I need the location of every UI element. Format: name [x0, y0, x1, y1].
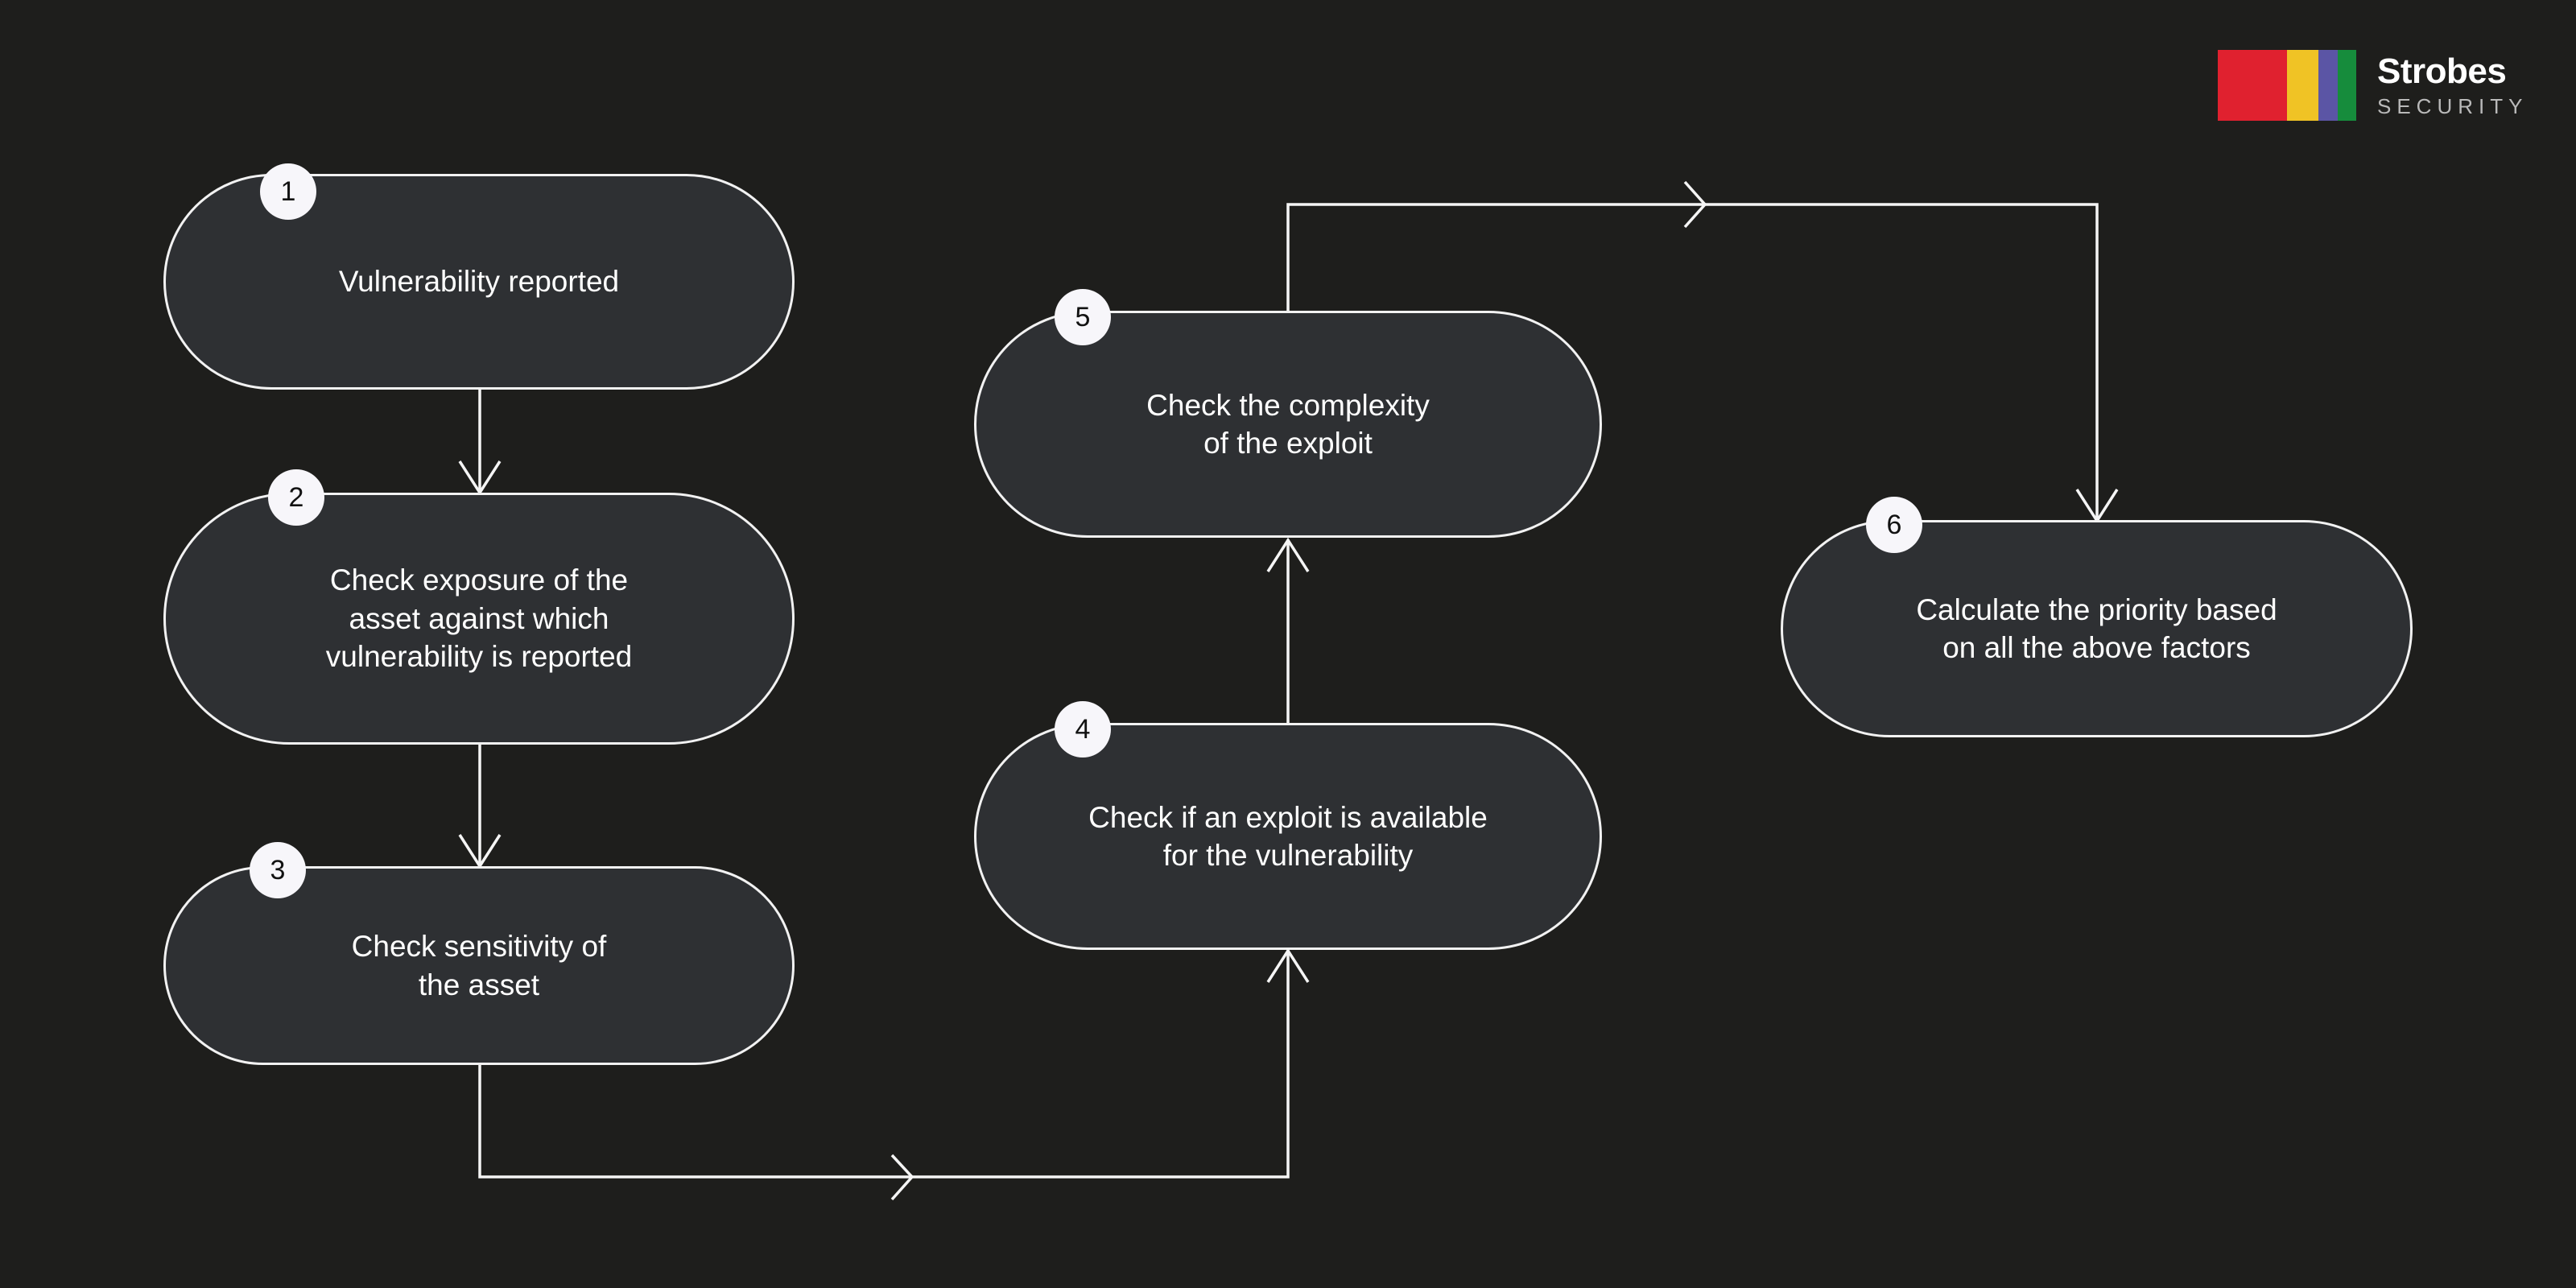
edge-2-to-3 — [458, 745, 502, 869]
logo-brand-name: Strobes — [2377, 52, 2507, 91]
flow-node-6-label: Calculate the priority based on all the … — [1916, 592, 2277, 664]
logo-bar-red-icon — [2218, 50, 2287, 121]
logo-bar-purple-icon — [2318, 50, 2338, 121]
flow-node-2-label: Check exposure of the asset against whic… — [325, 564, 633, 674]
flow-node-4[interactable]: Check if an exploit is available for the… — [974, 723, 1602, 950]
flow-node-3-badge: 3 — [250, 842, 306, 898]
flow-node-1[interactable]: Vulnerability reported — [163, 174, 795, 390]
flow-node-6-badge: 6 — [1866, 497, 1922, 553]
flow-node-5-badge: 5 — [1055, 289, 1111, 345]
flow-node-2[interactable]: Check exposure of the asset against whic… — [163, 493, 795, 745]
logo-brand-subtitle: SECURITY — [2377, 94, 2529, 118]
logo-bar-yellow-icon — [2287, 50, 2318, 121]
logo-bar-green-icon — [2337, 50, 2356, 121]
flow-node-3[interactable]: Check sensitivity of the asset — [163, 866, 795, 1065]
logo-wordmark: Strobes SECURITY — [2377, 52, 2529, 118]
logo-color-bars — [2218, 50, 2356, 121]
flow-node-4-badge: 4 — [1055, 701, 1111, 758]
flow-node-6[interactable]: Calculate the priority based on all the … — [1781, 520, 2413, 737]
flow-node-2-badge: 2 — [268, 469, 324, 526]
flow-node-1-badge: 1 — [260, 163, 316, 220]
flow-node-5-label: Check the complexity of the exploit — [1146, 388, 1430, 460]
flow-node-4-label: Check if an exploit is available for the… — [1088, 800, 1488, 872]
flow-node-1-label: Vulnerability reported — [338, 265, 620, 299]
strobes-security-logo: Strobes SECURITY — [2218, 50, 2528, 121]
flow-node-5[interactable]: Check the complexity of the exploit — [974, 311, 1602, 538]
flow-node-3-label: Check sensitivity of the asset — [351, 930, 607, 1001]
edge-1-to-2 — [458, 389, 502, 496]
